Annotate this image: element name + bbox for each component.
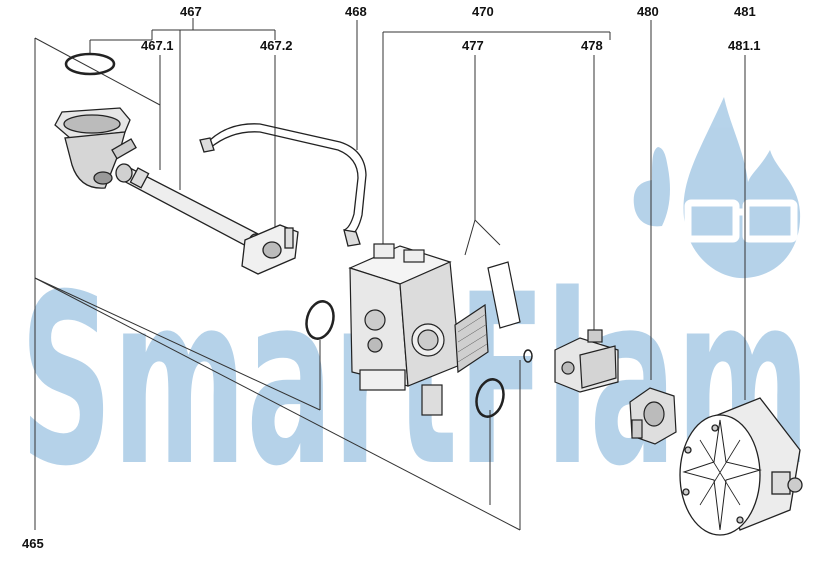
callout-481-1: 481.1 (728, 38, 761, 53)
elbow-flange-part (54, 107, 137, 189)
o-ring-small (523, 349, 533, 363)
callout-labels: 467 467.1 467.2 468 470 477 478 480 481 … (22, 4, 761, 551)
callout-467-1: 467.1 (141, 38, 174, 53)
leader-lines (34, 18, 746, 531)
o-ring-left (305, 300, 335, 340)
callout-468: 468 (345, 4, 367, 19)
leader-477-filter (464, 219, 476, 256)
pressure-switch-part (554, 329, 619, 393)
gas-tube-part (115, 163, 264, 251)
callout-480: 480 (637, 4, 659, 19)
flame-drop-icon (683, 97, 801, 279)
callout-477: 477 (462, 38, 484, 53)
callout-465: 465 (22, 536, 44, 551)
burner-head-part (679, 397, 803, 536)
leader-465-bottom-diagonal (34, 277, 521, 531)
pointing-finger-icon (633, 147, 670, 227)
glasses-icon (684, 199, 798, 243)
callout-481: 481 (734, 4, 756, 19)
o-ring-right (475, 378, 505, 418)
leader-465-oring (34, 277, 321, 411)
gasket-plate-part (487, 261, 521, 329)
o-ring-top (64, 52, 116, 76)
filter-mesh-part (454, 303, 489, 374)
callout-478: 478 (581, 38, 603, 53)
bent-pipe-part (199, 123, 367, 247)
bracket-plate-part (241, 224, 299, 275)
leader-477-gasket (474, 219, 501, 246)
valve-bracket-part (629, 387, 677, 445)
gas-valve-part (348, 243, 461, 416)
callout-470: 470 (472, 4, 494, 19)
callout-467-2: 467.2 (260, 38, 293, 53)
callout-467: 467 (180, 4, 202, 19)
leader-465-top (34, 37, 161, 106)
